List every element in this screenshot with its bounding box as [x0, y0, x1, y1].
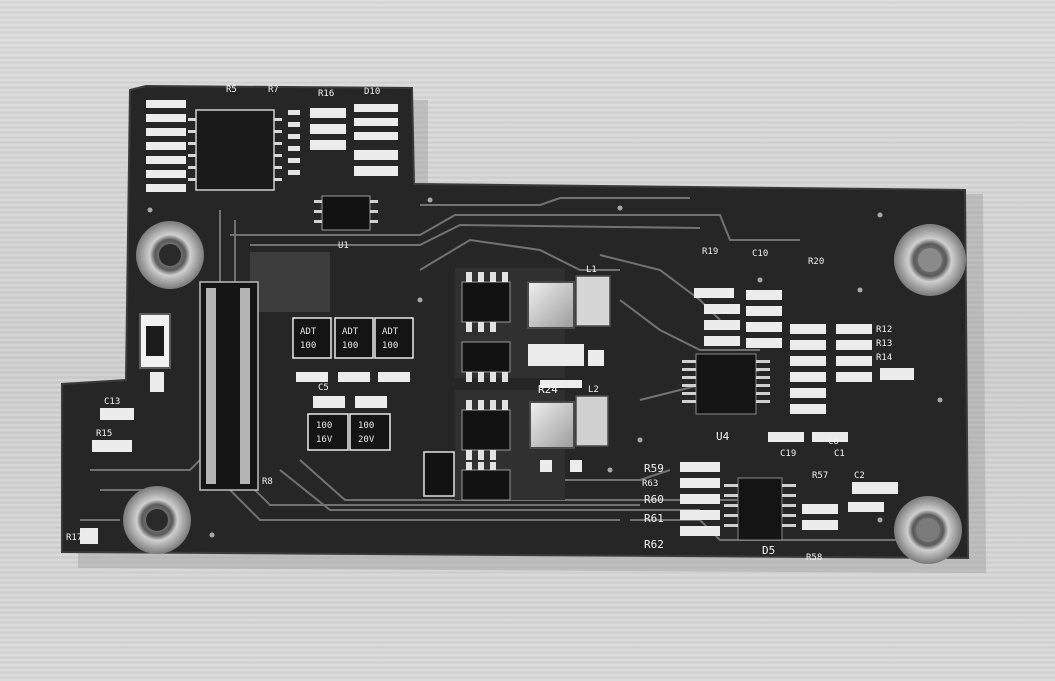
refdes-r61: R61	[644, 512, 664, 525]
pad-grid	[310, 104, 398, 176]
refdes-u1: U1	[338, 241, 349, 251]
refdes-r8: R8	[262, 477, 273, 487]
capacitor-label-top: ADT	[342, 327, 359, 337]
refdes-c13: C13	[104, 397, 120, 407]
pad-grid	[80, 372, 164, 544]
refdes-c10: C10	[752, 249, 768, 259]
refdes-r58: R58	[806, 553, 822, 563]
refdes-c1: C1	[834, 449, 845, 459]
capacitor: ADT 100	[374, 317, 414, 359]
ic-chip	[461, 462, 511, 501]
ic-chip	[423, 451, 455, 497]
pad-grid	[296, 372, 410, 408]
capacitor-label-bottom: 100	[342, 341, 358, 351]
refdes-c5: C5	[318, 383, 329, 393]
vias	[147, 197, 943, 538]
refdes-l1: L1	[586, 265, 597, 275]
ic-chip	[682, 353, 770, 415]
capacitor-label-bottom: 100	[300, 341, 316, 351]
capacitor-label-bottom: 20V	[358, 435, 375, 445]
capacitor: 100 16V	[307, 413, 349, 451]
ic-chip	[188, 109, 282, 191]
capacitor: ADT 100	[334, 317, 374, 359]
inductor	[529, 395, 609, 449]
capacitor: ADT 100	[292, 317, 332, 359]
ic-chip	[461, 272, 511, 332]
refdes-l2: L2	[588, 385, 599, 395]
capacitor: 100 20V	[349, 413, 391, 451]
mounting-hole	[894, 496, 962, 564]
mounting-hole	[123, 486, 191, 554]
refdes-u4: U4	[716, 430, 730, 443]
capacitor-label-bottom: 100	[382, 341, 398, 351]
refdes-r63: R63	[642, 479, 658, 489]
refdes-r17: R17	[66, 533, 82, 543]
refdes-r14: R14	[876, 353, 892, 363]
capacitor-label-top: 100	[316, 421, 332, 431]
refdes-r20: R20	[808, 257, 824, 267]
pad-grid	[528, 344, 604, 472]
ic-chip	[461, 400, 511, 460]
mounting-hole	[894, 224, 966, 296]
refdes-r7: R7	[268, 85, 279, 95]
refdes-d10: D10	[364, 87, 380, 97]
refdes-r62: R62	[644, 538, 664, 551]
ic-chip	[724, 477, 796, 541]
refdes-d5: D5	[762, 544, 775, 557]
refdes-r60: R60	[644, 493, 664, 506]
mounting-hole	[136, 221, 204, 289]
capacitor-label-top: 100	[358, 421, 374, 431]
ic-chip	[461, 341, 511, 382]
capacitor-label-top: ADT	[300, 327, 317, 337]
copper-pour	[250, 252, 330, 312]
refdes-c19: C19	[780, 449, 796, 459]
resistor-array	[288, 110, 300, 175]
inductor	[527, 275, 611, 329]
capacitor-label-bottom: 16V	[316, 435, 333, 445]
pad-grid	[146, 100, 186, 192]
refdes-r15: R15	[96, 429, 112, 439]
silkscreen-labels: R5 R7 R16 D10 U1 R19 C10 R20 R24 C5 C13 …	[66, 85, 892, 563]
ic-chip	[314, 195, 378, 231]
connector-strip	[199, 281, 259, 491]
refdes-c2: C2	[854, 471, 865, 481]
refdes-c6: C6	[828, 437, 839, 447]
pad-grid	[694, 288, 914, 442]
refdes-r57: R57	[812, 471, 828, 481]
refdes-r59: R59	[644, 462, 664, 475]
refdes-r12: R12	[876, 325, 892, 335]
capacitor-label-top: ADT	[382, 327, 399, 337]
refdes-r16: R16	[318, 89, 334, 99]
refdes-r24: R24	[538, 383, 558, 396]
pad-grid	[680, 462, 898, 536]
refdes-r19: R19	[702, 247, 718, 257]
refdes-r5: R5	[226, 85, 237, 95]
power-resistor	[139, 313, 171, 369]
refdes-r13: R13	[876, 339, 892, 349]
